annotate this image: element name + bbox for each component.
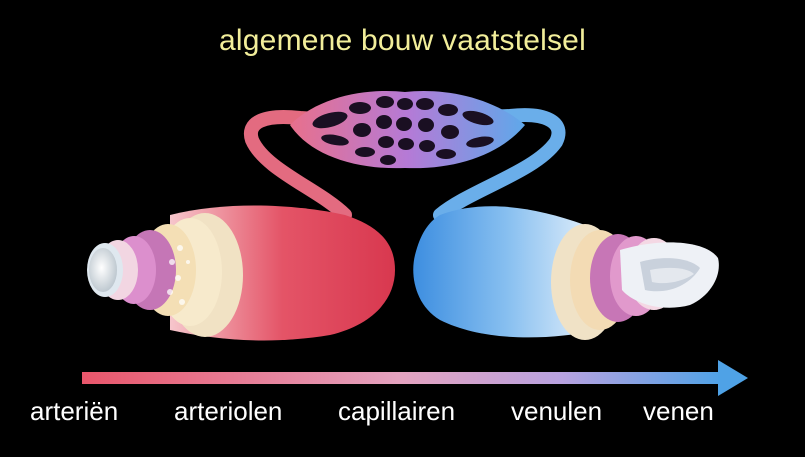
page-title: algemene bouw vaatstelsel xyxy=(219,24,586,57)
artery-cross-section xyxy=(87,213,243,337)
label-arteries: arteriën xyxy=(30,396,119,426)
label-venules: venulen xyxy=(511,396,603,426)
vein-body xyxy=(413,206,600,338)
vein-cross-section xyxy=(551,224,719,340)
capillary-network xyxy=(290,90,525,169)
label-arterioles: arteriolen xyxy=(174,396,283,426)
label-capillaries: capillairen xyxy=(338,396,456,426)
flow-arrow-icon xyxy=(82,360,748,396)
label-veins: venen xyxy=(643,396,714,426)
